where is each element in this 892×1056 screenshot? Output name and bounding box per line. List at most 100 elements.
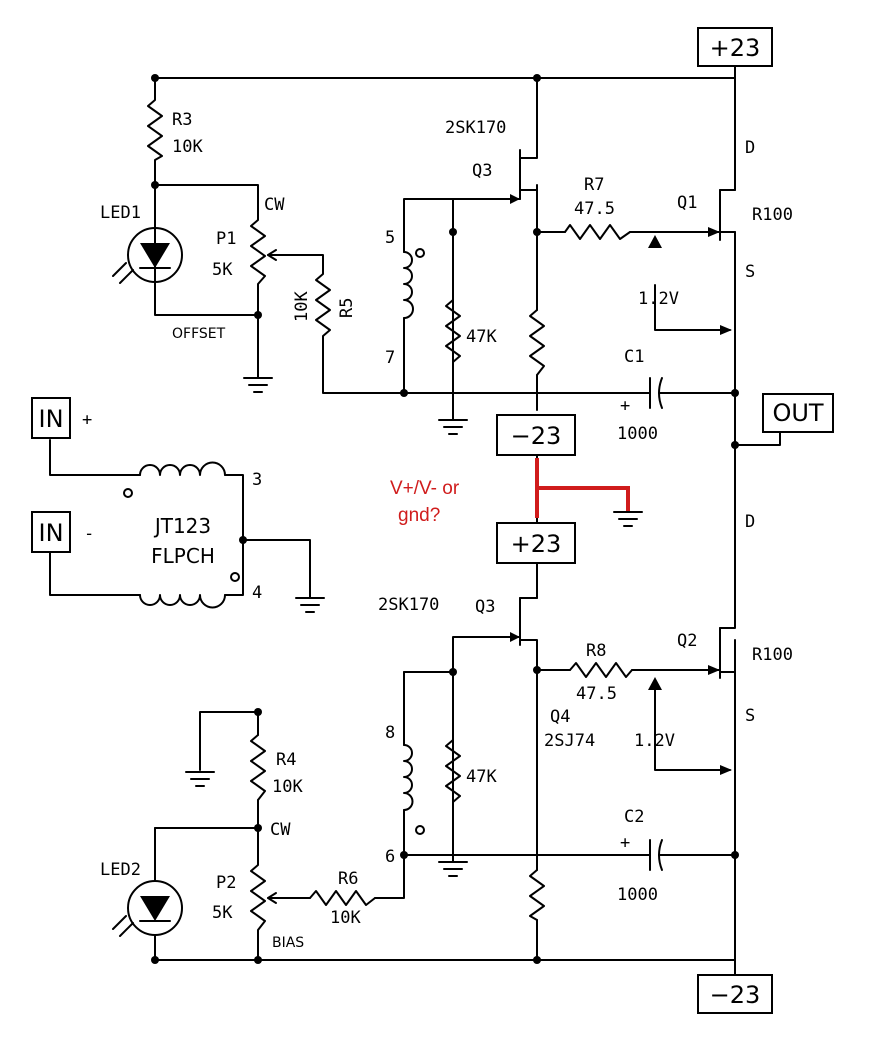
rail-mid-neg-label: −23 — [511, 422, 562, 450]
r8-value: 47.5 — [576, 684, 617, 704]
c1-ref: C1 — [624, 347, 644, 367]
r7-ref: R7 — [584, 175, 604, 195]
resistor-r3-symbol — [147, 94, 163, 166]
in-plus-sign: + — [82, 410, 92, 430]
potentiometer-p2-symbol — [250, 859, 277, 936]
resistor-r7-symbol — [564, 224, 631, 240]
q2-d-label: D — [745, 512, 755, 532]
question-line2: gnd? — [398, 505, 440, 526]
rail-bottom-neg-label: −23 — [710, 981, 761, 1009]
out-box: OUT — [762, 393, 834, 433]
c2-plus: + — [620, 833, 630, 853]
q1-part: R100 — [752, 205, 793, 225]
ground-47k-bottom-symbol — [438, 801, 468, 877]
junction-dots — [151, 74, 739, 964]
capacitor-c2-symbol — [649, 839, 663, 871]
ground-47k-top-symbol — [438, 419, 468, 435]
resistor-r6-symbol — [309, 890, 376, 906]
r8-ref: R8 — [586, 641, 606, 661]
r7-value: 47.5 — [574, 199, 615, 219]
q3-top-symbol — [510, 149, 538, 204]
capacitor-c1-symbol — [649, 377, 663, 409]
r47k-bottom-value: 47K — [466, 767, 497, 787]
rail-bottom-neg-box: −23 — [697, 974, 773, 1014]
rail-top-pos-label: +23 — [710, 34, 761, 62]
resistor-47k-bottom-symbol — [445, 739, 461, 803]
q2-s-label: S — [745, 706, 755, 726]
q3-bottom-part: 2SK170 — [378, 595, 439, 615]
p2-ref: P2 — [216, 873, 236, 893]
q4-part: 2SJ74 — [544, 731, 595, 751]
pin-8-label: 8 — [385, 723, 395, 743]
ground-p1-symbol — [243, 377, 273, 393]
resistor-source-top-symbol — [529, 309, 545, 376]
resistor-r8-symbol — [569, 662, 633, 678]
q1-d-label: D — [745, 138, 755, 158]
q1-symbol — [708, 189, 736, 241]
q1-s-label: S — [745, 262, 755, 282]
r5-value: 10K — [292, 291, 312, 322]
q3-top-ref: Q3 — [472, 161, 492, 181]
c2-ref: C2 — [624, 807, 644, 827]
p1-value: 5K — [212, 260, 233, 280]
c1-plus: + — [620, 396, 630, 416]
transformer-name: JT123 — [153, 514, 211, 538]
r6-value: 10K — [330, 908, 361, 928]
pin-7-label: 7 — [385, 348, 395, 368]
coil-bottom-symbol — [403, 744, 425, 835]
r5-ref: R5 — [337, 298, 357, 318]
q2-symbol — [708, 599, 736, 679]
wires — [49, 64, 781, 976]
r4-ref: R4 — [276, 750, 296, 770]
q3-bottom-symbol — [510, 597, 538, 656]
ground-r4-symbol — [185, 771, 215, 787]
transformer-type: FLPCH — [151, 544, 215, 568]
p2-function: BIAS — [272, 935, 304, 951]
resistor-source-bottom-symbol — [529, 869, 545, 921]
q4-ref: Q4 — [550, 707, 570, 727]
q2-ref: Q2 — [677, 631, 697, 651]
q3-bottom-ref: Q3 — [475, 597, 495, 617]
ground-question-symbol — [613, 511, 643, 527]
ground-input-symbol — [295, 597, 325, 613]
out-label: OUT — [772, 399, 823, 427]
p1-function: OFFSET — [172, 326, 226, 342]
vgs-top-label: 1.2V — [638, 289, 679, 309]
pin-4-label: 4 — [252, 583, 262, 603]
pin-3-label: 3 — [252, 470, 262, 490]
transformer-jt123-symbol — [123, 461, 240, 609]
led1-symbol — [112, 227, 183, 284]
potentiometer-p1-symbol — [250, 214, 277, 291]
p2-value: 5K — [212, 903, 233, 923]
c2-value: 1000 — [617, 885, 658, 905]
r6-ref: R6 — [338, 869, 358, 889]
p2-cw-label: CW — [270, 820, 291, 840]
in-minus-label: IN — [38, 519, 63, 547]
rail-top-pos-box: +23 — [697, 27, 773, 67]
resistor-r4-symbol — [250, 734, 266, 801]
r4-value: 10K — [272, 777, 303, 797]
r3-ref: R3 — [172, 110, 192, 130]
c1-value: 1000 — [617, 424, 658, 444]
led2-label: LED2 — [100, 860, 141, 880]
p1-cw-label: CW — [264, 195, 285, 215]
p1-ref: P1 — [216, 229, 236, 249]
vgs-bottom-label: 1.2V — [634, 731, 675, 751]
r3-value: 10K — [172, 137, 203, 157]
pin-6-label: 6 — [385, 847, 395, 867]
led2-symbol — [112, 880, 183, 937]
rail-mid-neg-box: −23 — [496, 414, 576, 456]
q1-ref: Q1 — [677, 193, 697, 213]
in-minus-box: IN — [31, 511, 71, 553]
in-plus-box: IN — [31, 397, 71, 439]
question-wire — [535, 458, 630, 518]
q2-part: R100 — [752, 645, 793, 665]
in-minus-sign: - — [84, 524, 94, 544]
rail-mid-pos-label: +23 — [511, 530, 562, 558]
r47k-top-value: 47K — [466, 327, 497, 347]
coil-top-symbol — [403, 248, 425, 319]
question-line1: V+/V- or — [390, 478, 460, 499]
pin-5-label: 5 — [385, 228, 395, 248]
resistor-r5-symbol — [315, 269, 331, 341]
